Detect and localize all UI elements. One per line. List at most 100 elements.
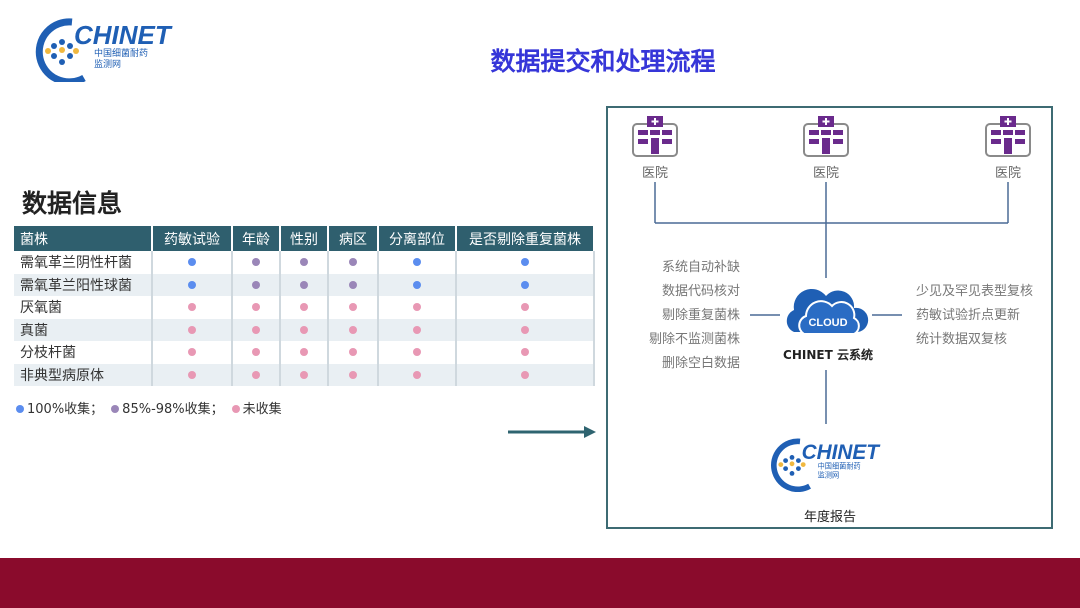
status-dot-none <box>521 303 529 312</box>
status-cell <box>328 251 379 274</box>
status-dot-none <box>300 348 308 357</box>
status-cell <box>328 341 379 364</box>
status-cell <box>328 318 379 341</box>
column-header: 是否剔除重复菌株 <box>456 226 595 251</box>
column-header: 分离部位 <box>378 226 457 251</box>
status-cell <box>232 341 281 364</box>
data-table: 菌株药敏试验年龄性别病区分离部位是否剔除重复菌株 需氧革兰阴性杆菌需氧革兰阳性球… <box>14 226 595 386</box>
status-dot-none <box>188 348 196 357</box>
status-cell <box>328 296 379 319</box>
table-row: 分枝杆菌 <box>14 341 595 364</box>
status-dot-none <box>300 303 308 312</box>
hospital-label: 医院 <box>812 166 839 181</box>
status-dot-none <box>252 303 260 312</box>
svg-text:监测网: 监测网 <box>94 58 121 70</box>
status-cell <box>232 363 281 386</box>
process-step: 少见及罕见表型复核 <box>916 284 1034 299</box>
status-cell <box>232 318 281 341</box>
status-cell <box>378 341 457 364</box>
status-dot-partial <box>252 258 260 267</box>
status-dot-none <box>413 303 421 312</box>
status-cell <box>232 251 281 274</box>
cloud-text: CLOUD <box>808 317 847 329</box>
legend-dot <box>16 405 24 413</box>
status-dot-none <box>188 303 196 312</box>
svg-text:监测网: 监测网 <box>818 470 840 479</box>
status-dot-none <box>349 303 357 312</box>
status-cell <box>152 273 233 296</box>
status-cell <box>456 296 595 319</box>
status-dot-none <box>188 370 196 379</box>
hospital-icon <box>803 116 849 157</box>
status-cell <box>152 363 233 386</box>
legend-label: 未收集 <box>242 402 282 417</box>
chinet-logo: CHINET 中国细菌耐药 监测网 <box>35 18 173 82</box>
hospital-label: 医院 <box>641 166 668 181</box>
status-dot-full <box>521 280 529 289</box>
table-row: 需氧革兰阳性球菌 <box>14 273 595 296</box>
legend-label: 85%-98%收集； <box>122 402 224 417</box>
process-step: 剔除重复菌株 <box>661 308 740 323</box>
status-dot-full <box>188 258 196 267</box>
bottom-bar <box>0 558 1080 608</box>
status-cell <box>378 251 457 274</box>
status-dot-none <box>349 325 357 334</box>
page-title: 数据提交和处理流程 <box>490 47 716 76</box>
report-logo: CHINET 中国细菌耐药 监测网 <box>771 438 882 492</box>
annual-report-label: 年度报告 <box>803 510 856 525</box>
legend-dot <box>111 405 120 413</box>
status-cell <box>232 296 281 319</box>
status-dot-partial <box>349 258 357 267</box>
status-cell <box>280 273 329 296</box>
status-cell <box>456 251 595 274</box>
process-step: 删除空白数据 <box>661 356 740 371</box>
status-cell <box>280 363 329 386</box>
status-dot-none <box>413 325 421 334</box>
legend-item: 85%-98%收集； <box>111 398 224 417</box>
table-row: 需氧革兰阴性杆菌 <box>14 251 595 274</box>
svg-text:中国细菌耐药: 中国细菌耐药 <box>94 47 148 59</box>
cloud-icon: CLOUD <box>786 288 869 335</box>
process-step: 剔除不监测菌株 <box>648 332 740 347</box>
status-cell <box>152 341 233 364</box>
hospital-node: 医院 <box>978 114 1038 181</box>
hospital-label: 医院 <box>994 166 1021 181</box>
status-dot-none <box>413 348 421 357</box>
table-row: 真菌 <box>14 318 595 341</box>
status-dot-full <box>413 258 421 267</box>
column-header: 菌株 <box>14 226 153 251</box>
status-dot-none <box>521 370 529 379</box>
status-dot-partial <box>252 280 260 289</box>
status-cell <box>152 296 233 319</box>
status-cell <box>328 273 379 296</box>
column-header: 性别 <box>280 226 329 251</box>
status-dot-none <box>188 325 196 334</box>
column-header: 年龄 <box>232 226 281 251</box>
strain-name: 需氧革兰阴性杆菌 <box>14 251 153 274</box>
status-cell <box>280 341 329 364</box>
status-dot-partial <box>300 280 308 289</box>
status-dot-none <box>300 325 308 334</box>
status-cell <box>280 318 329 341</box>
hospital-icon <box>985 116 1031 157</box>
status-cell <box>378 363 457 386</box>
cloud-label: CHINET 云系统 <box>783 348 873 362</box>
process-step: 数据代码核对 <box>661 284 740 299</box>
right-steps: 少见及罕见表型复核药敏试验折点更新统计数据双复核 <box>916 280 1056 352</box>
status-dot-none <box>252 348 260 357</box>
arrow-icon <box>508 426 596 438</box>
strain-name: 厌氧菌 <box>14 296 153 319</box>
status-cell <box>378 296 457 319</box>
status-dot-none <box>252 325 260 334</box>
status-cell <box>152 251 233 274</box>
status-dot-partial <box>300 258 308 267</box>
status-cell <box>378 273 457 296</box>
svg-text:CHINET: CHINET <box>802 441 882 464</box>
process-step: 系统自动补缺 <box>661 260 740 275</box>
process-step: 统计数据双复核 <box>916 332 1008 347</box>
status-dot-none <box>521 325 529 334</box>
status-cell <box>232 273 281 296</box>
status-dot-partial <box>349 280 357 289</box>
status-cell <box>378 318 457 341</box>
status-dot-full <box>521 258 529 267</box>
